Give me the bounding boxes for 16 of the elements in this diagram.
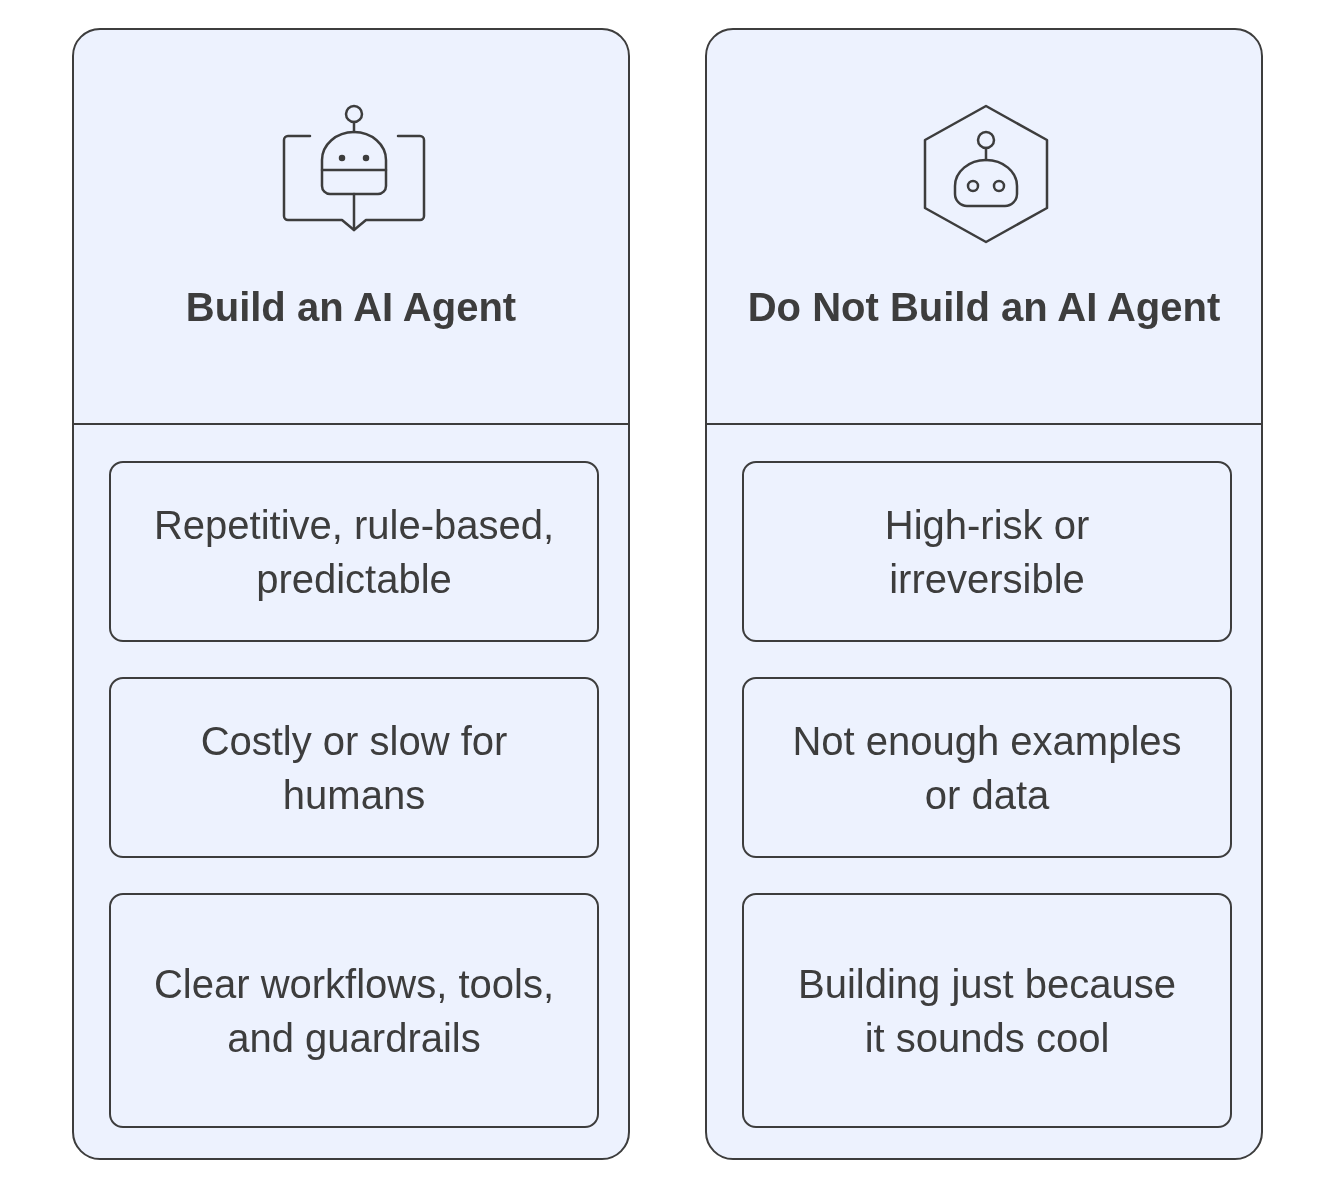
criterion-text: Not enough examples or data [791, 717, 1183, 819]
criterion-box [742, 461, 1232, 642]
criterion-box [109, 893, 599, 1128]
criterion-text: Building just because it sounds cool [797, 960, 1177, 1062]
criterion-text: Repetitive, rule-based, predictable [152, 501, 556, 603]
criterion-text: Costly or slow for humans [199, 717, 509, 819]
criterion-box [742, 677, 1232, 858]
criterion-box [742, 893, 1232, 1128]
criterion-text: Clear workflows, tools, and guardrails [152, 960, 556, 1062]
criterion-box [109, 461, 599, 642]
column-panel [72, 28, 630, 1160]
column-panel [705, 28, 1263, 1160]
column-heading: Do Not Build an AI Agent [747, 284, 1221, 331]
column-heading: Build an AI Agent [184, 284, 518, 331]
criterion-box [109, 677, 599, 858]
criterion-text: High-risk or irreversible [883, 501, 1091, 603]
